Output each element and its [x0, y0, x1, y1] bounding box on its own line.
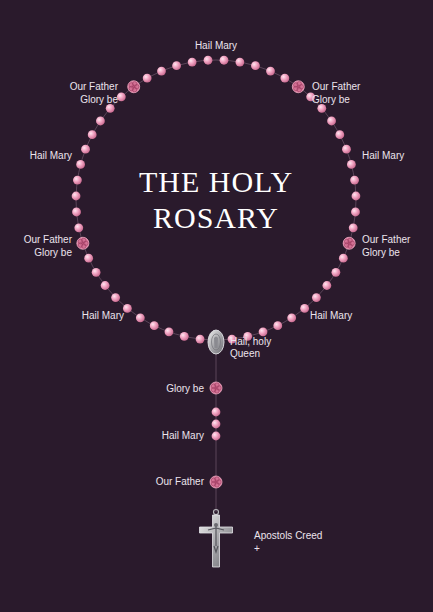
hail-mary-bead [72, 192, 81, 201]
rose-bead [210, 476, 222, 488]
hail-mary-bead [106, 104, 115, 113]
rose-bead [292, 81, 304, 93]
bead-label: Hail, holy Queen [230, 336, 290, 360]
hail-mary-bead [349, 223, 358, 232]
bead-label: Our Father [70, 81, 118, 93]
hail-mary-bead [352, 192, 361, 201]
hail-mary-bead [96, 117, 105, 126]
chain [76, 60, 356, 340]
bead-label: Hail Mary [82, 310, 124, 322]
hail-mary-bead [73, 176, 82, 185]
hail-mary-bead [111, 293, 120, 302]
hail-mary-bead [317, 104, 326, 113]
hail-mary-bead [143, 74, 152, 83]
bead-label: Our Father [312, 81, 360, 93]
bead-label: Hail Mary [362, 150, 404, 162]
rose-bead [210, 382, 222, 394]
hail-mary-bead [339, 254, 348, 263]
hail-mary-bead [280, 74, 289, 83]
crucifix [200, 510, 233, 568]
medallion [208, 330, 224, 354]
hail-mary-bead [196, 335, 205, 344]
hail-mary-bead [92, 268, 101, 277]
hail-mary-bead [327, 117, 336, 126]
hail-mary-bead [74, 223, 83, 232]
bead-label: Glory be [166, 383, 204, 395]
hail-mary-bead [172, 61, 181, 70]
bead-label: Hail Mary [162, 430, 204, 442]
hail-mary-bead [351, 208, 360, 217]
hail-mary-bead [76, 160, 85, 169]
hail-mary-bead [72, 208, 81, 217]
rose-bead [77, 237, 89, 249]
hail-mary-bead [204, 56, 213, 65]
hail-mary-bead [84, 254, 93, 263]
hail-mary-bead [165, 327, 174, 336]
hail-mary-bead [180, 332, 189, 341]
hail-mary-bead [88, 130, 97, 139]
hail-mary-bead [235, 58, 244, 67]
bead-label: Glory be [34, 247, 72, 259]
bead-group [72, 56, 361, 488]
bead-label: Hail Mary [310, 310, 352, 322]
rose-bead [343, 237, 355, 249]
bead-label: Glory be [80, 94, 118, 106]
hail-mary-bead [287, 313, 296, 322]
hail-mary-bead [81, 145, 90, 154]
hail-mary-bead [335, 130, 344, 139]
title: THE HOLY ROSARY [106, 164, 326, 236]
bead-label: Hail Mary [195, 40, 237, 52]
rose-bead [128, 81, 140, 93]
hail-mary-bead [322, 281, 331, 290]
hail-mary-bead [251, 61, 260, 70]
hail-mary-bead [350, 176, 359, 185]
bead-label: Our Father [362, 234, 410, 246]
hail-mary-bead [123, 304, 132, 313]
bead-label: Glory be [312, 94, 350, 106]
hail-mary-bead [266, 67, 275, 76]
hail-mary-bead [101, 281, 110, 290]
bead-label: + [254, 543, 260, 555]
hail-mary-bead [259, 327, 268, 336]
hail-mary-bead [220, 56, 229, 65]
hail-mary-bead [300, 304, 309, 313]
hail-mary-bead [157, 67, 166, 76]
hail-mary-bead [150, 321, 159, 330]
bead-label: Hail Mary [30, 150, 72, 162]
bead-label: Apostols Creed [254, 530, 322, 542]
hail-mary-bead [331, 268, 340, 277]
hail-mary-bead [312, 293, 321, 302]
bead-label: Our Father [156, 476, 204, 488]
hail-mary-bead [212, 432, 221, 441]
hail-mary-bead [117, 92, 126, 101]
bead-label: Our Father [24, 234, 72, 246]
hail-mary-bead [347, 160, 356, 169]
hail-mary-bead [188, 58, 197, 67]
bead-label: Glory be [362, 247, 400, 259]
hail-mary-bead [212, 408, 221, 417]
hail-mary-bead [273, 321, 282, 330]
hail-mary-bead [212, 420, 221, 429]
hail-mary-bead [342, 145, 351, 154]
hail-mary-bead [136, 313, 145, 322]
